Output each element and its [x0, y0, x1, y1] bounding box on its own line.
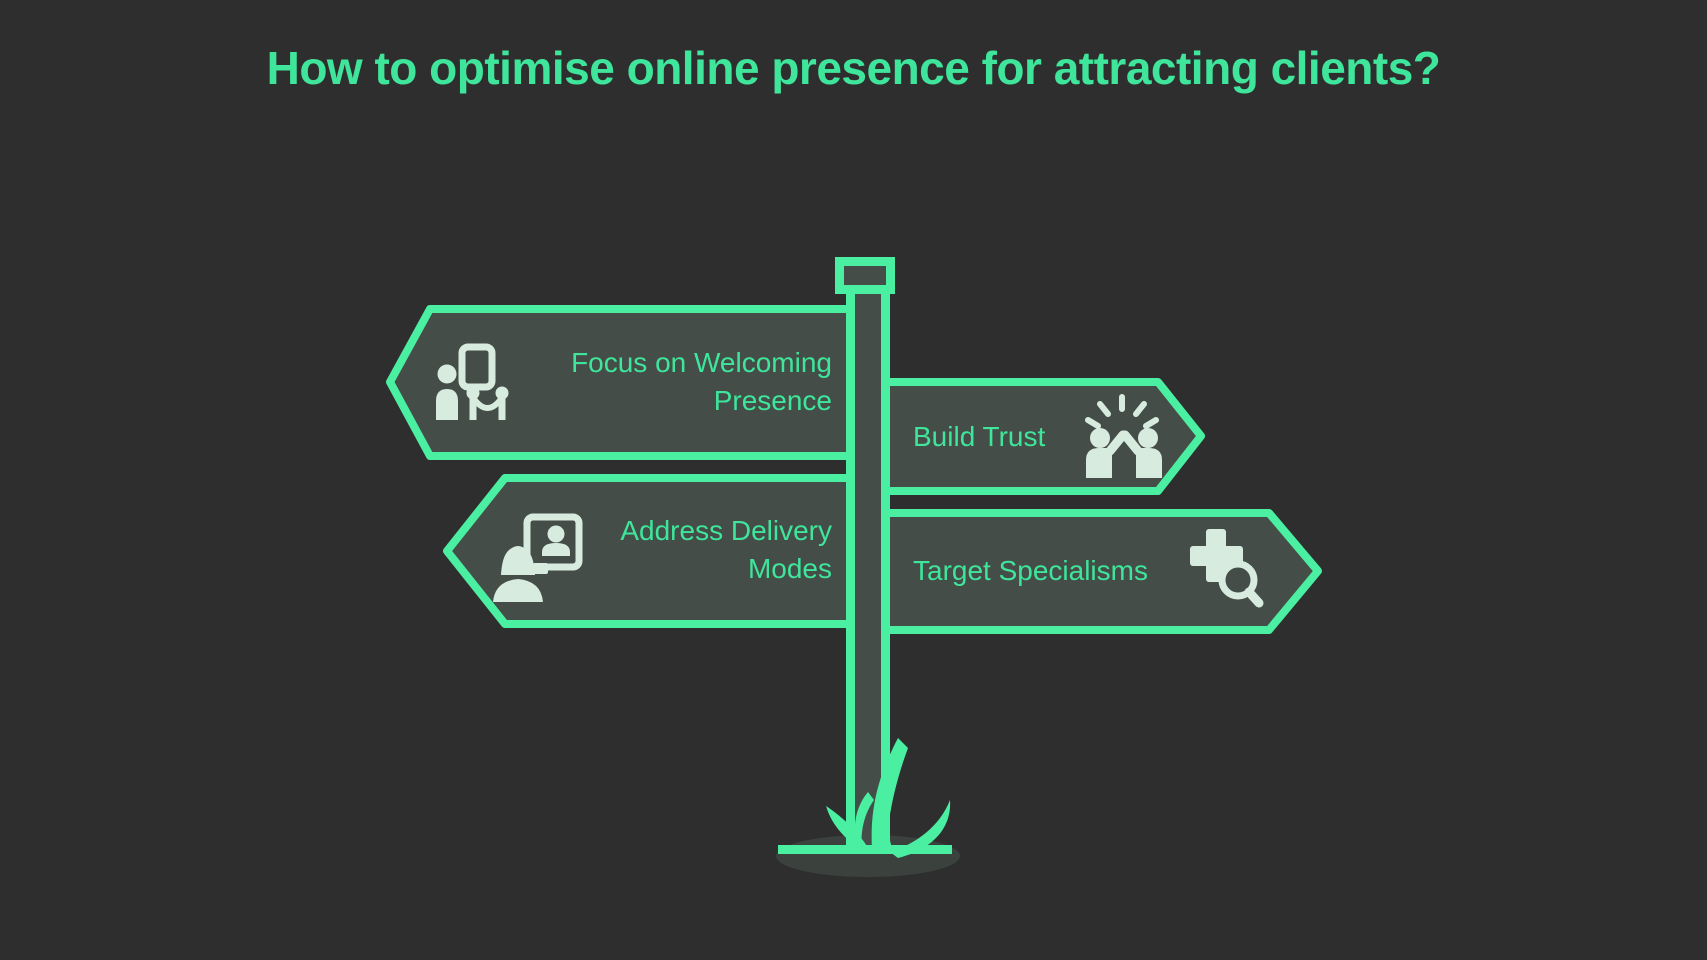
- grass-icon: [826, 738, 951, 858]
- sign-label-focus-welcoming-presence: Focus on Welcoming Presence: [571, 347, 832, 416]
- medical-search-icon: [1190, 529, 1264, 608]
- sign-label-target-specialisms: Target Specialisms: [913, 555, 1148, 586]
- video-call-icon: [493, 513, 583, 602]
- page-title: How to optimise online presence for attr…: [266, 42, 1441, 94]
- signpost-pole: [835, 257, 895, 854]
- sign-label-build-trust: Build Trust: [913, 421, 1046, 452]
- sign-label-address-delivery-modes: Address Delivery Modes: [620, 515, 832, 584]
- high-five-icon: [1085, 394, 1162, 478]
- welcoming-gallery-icon: [436, 343, 509, 420]
